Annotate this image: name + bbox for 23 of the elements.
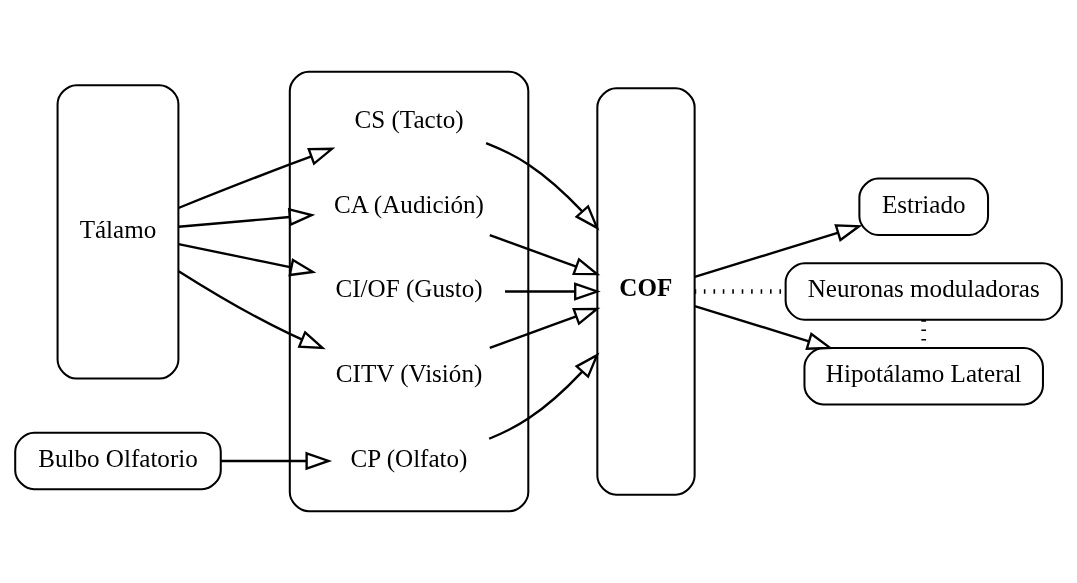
arrow [488,352,600,440]
node-text: CS (Tacto) [354,106,464,133]
arrow [505,282,601,301]
arrow [694,224,863,279]
node-text: CI/OF (Gusto) [335,275,483,303]
node-box: Hipotálamo Lateral [803,346,1044,406]
arrow [178,207,316,228]
arrow [489,307,601,349]
arrow [178,270,326,350]
node-text: CP (Olfato) [350,444,468,472]
arrow [221,451,333,471]
node-box: COF [596,87,696,496]
node-box: Bulbo Olfatorio [14,431,222,491]
node-box: Tálamo [56,84,180,380]
node-text: CA (Audición) [334,190,484,218]
node-text: CITV (Visión) [335,360,483,388]
arrow [178,242,317,277]
arrow [489,234,601,276]
arrow [694,304,834,350]
node-box: Estriado [858,177,990,237]
node-box: Neuronas moduladoras [784,262,1063,321]
arrow [485,141,600,231]
arrow [178,147,336,210]
